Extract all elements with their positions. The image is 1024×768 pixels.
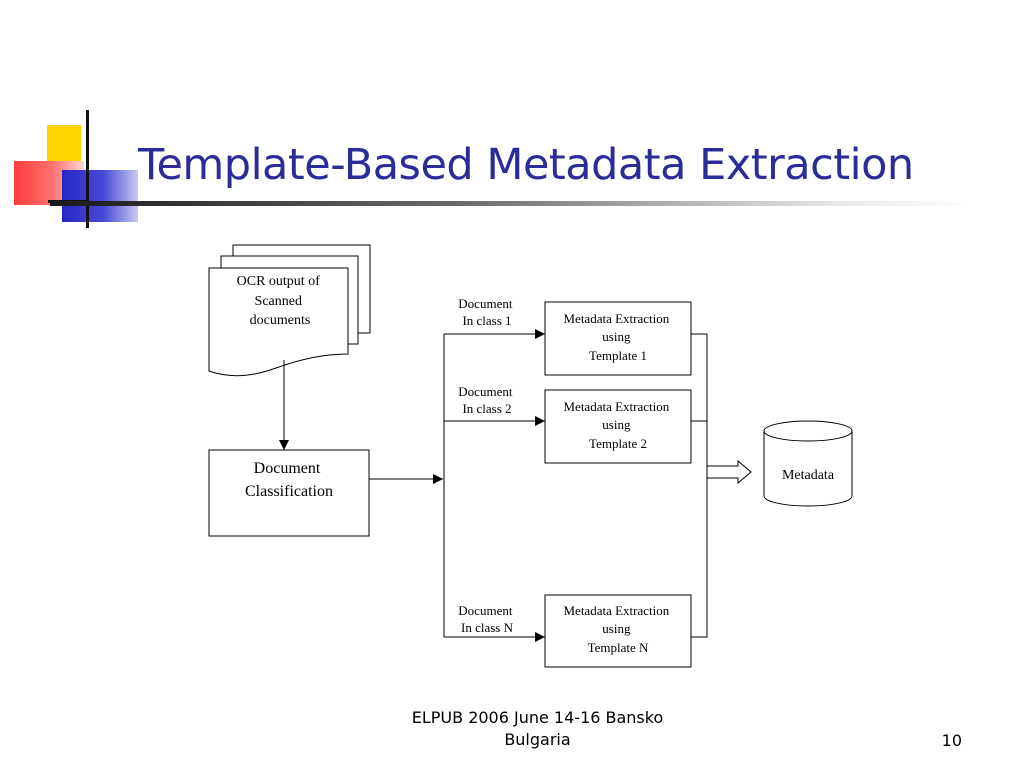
- metadata-database-cylinder: [763, 420, 853, 507]
- footer-event-label: ELPUB 2006 June 14-16 Bansko Bulgaria: [380, 707, 695, 751]
- slide-title: Template-Based Metadata Extraction: [138, 140, 914, 190]
- footer-line-1: ELPUB 2006 June 14-16 Bansko: [411, 708, 664, 727]
- output-collector-bracket: [691, 333, 708, 638]
- ocr-output-label: OCR output of Scanned documents: [237, 274, 324, 328]
- extraction-box-template-1-label: Metadata Extraction using Template 1: [563, 311, 672, 363]
- extraction-box-template-2-label: Metadata Extraction using Template 2: [563, 399, 672, 451]
- page-number: 10: [941, 731, 962, 750]
- ocr-document-stack-shape: [208, 244, 371, 377]
- title-underline: [50, 201, 970, 206]
- extraction-box-template-2: [544, 389, 692, 464]
- class-1-label: Document In class 1: [458, 296, 515, 328]
- arrow-to-metadata: [706, 459, 752, 485]
- document-classification-box: [208, 449, 370, 537]
- class-2-label: Document In class 2: [458, 384, 515, 416]
- metadata-label: Metadata: [782, 468, 835, 483]
- class-n-label: Document In class N: [458, 603, 515, 635]
- extraction-box-template-n-label: Metadata Extraction using Template N: [563, 603, 672, 655]
- deco-blue-square: [62, 170, 138, 222]
- extraction-box-template-n: [544, 594, 692, 668]
- footer-line-2: Bulgaria: [504, 730, 571, 749]
- deco-vertical-line: [86, 110, 89, 228]
- deco-yellow-square: [47, 125, 81, 163]
- extraction-box-template-1: [544, 301, 692, 376]
- document-classification-label: Document Classification: [245, 460, 333, 500]
